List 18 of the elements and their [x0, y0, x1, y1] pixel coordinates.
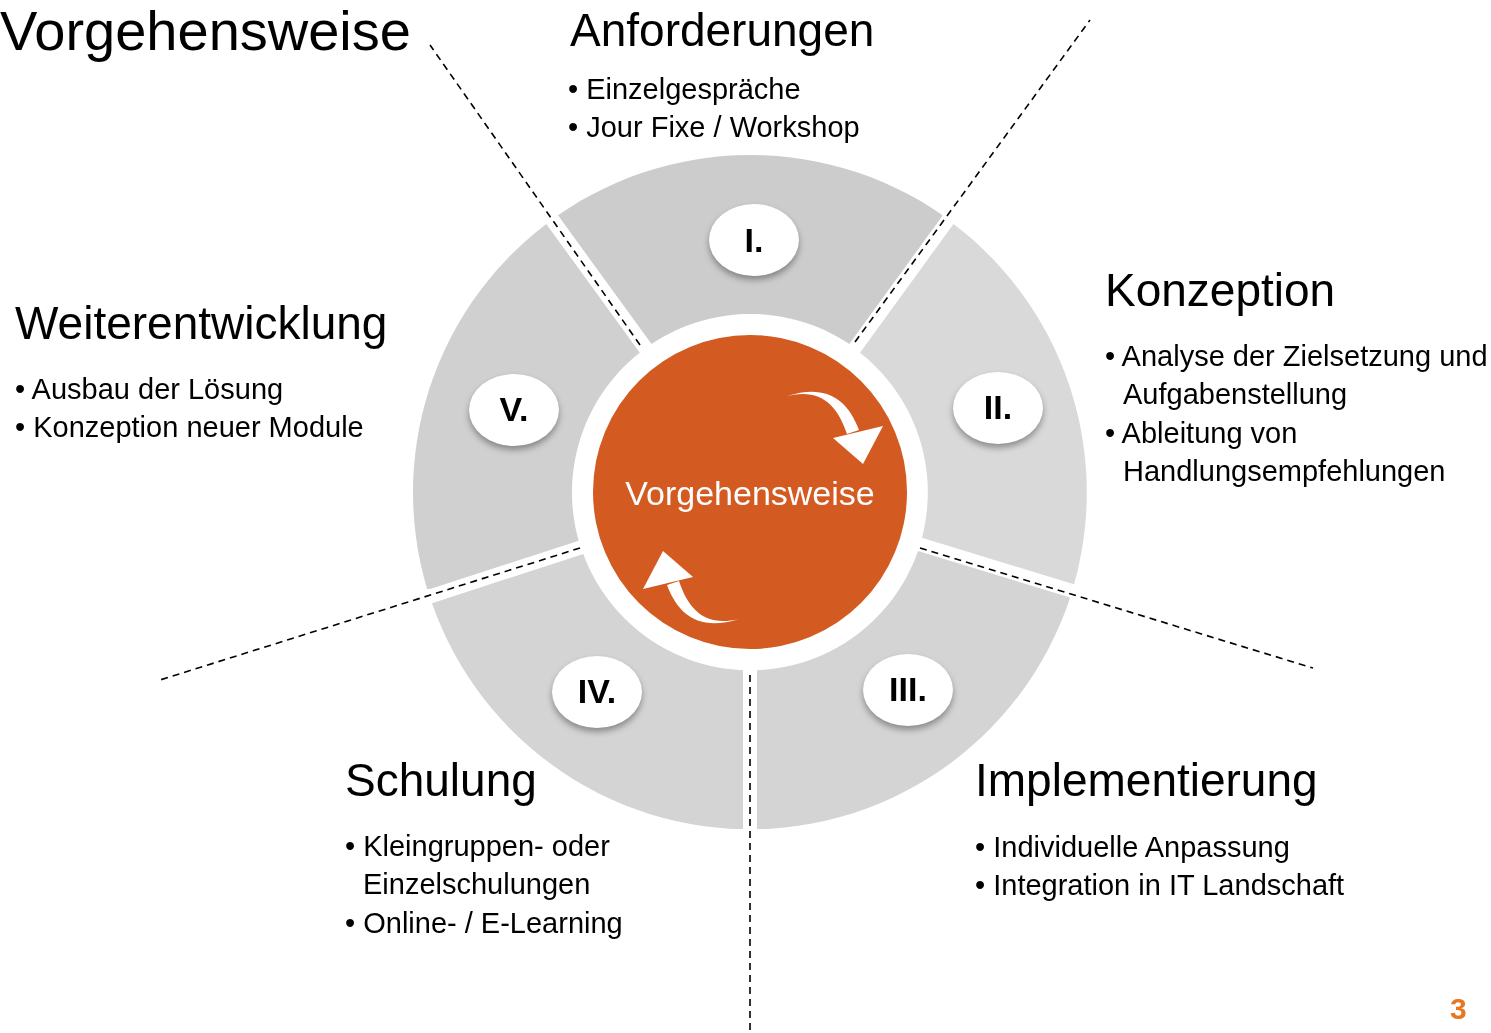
bullet-item: • Jour Fixe / Workshop — [568, 110, 860, 145]
bullet-item: • Analyse der Zielsetzung und Aufgabenstellung — [1105, 339, 1489, 412]
bullet-item: • Online- / E-Learning — [345, 906, 623, 941]
bullet-item: • Kleingruppen- oder Einzelschulungen — [345, 829, 611, 902]
bullet-item: • Ausbau der Lösung — [15, 372, 284, 407]
bullet-item: • Integration in IT Landschaft — [975, 868, 1345, 903]
section-heading: Schulung — [345, 755, 537, 806]
bullet-item: • Einzelgespräche — [568, 72, 801, 107]
section-heading: Weiterentwicklung — [15, 298, 388, 349]
page-number: 3 — [1450, 992, 1467, 1025]
center-title: Vorgehensweise — [624, 473, 876, 513]
title: Vorgehensweise — [0, 0, 411, 62]
section-heading: Anforderungen — [570, 5, 875, 56]
bullet-item: • Konzeption neuer Module — [15, 410, 364, 445]
section-heading: Implementierung — [975, 755, 1318, 806]
bullet-item: • Ableitung von Handlungsempfehlungen — [1105, 416, 1447, 489]
section-heading: Konzeption — [1105, 265, 1336, 316]
bullet-item: • Individuelle Anpassung — [975, 830, 1290, 865]
